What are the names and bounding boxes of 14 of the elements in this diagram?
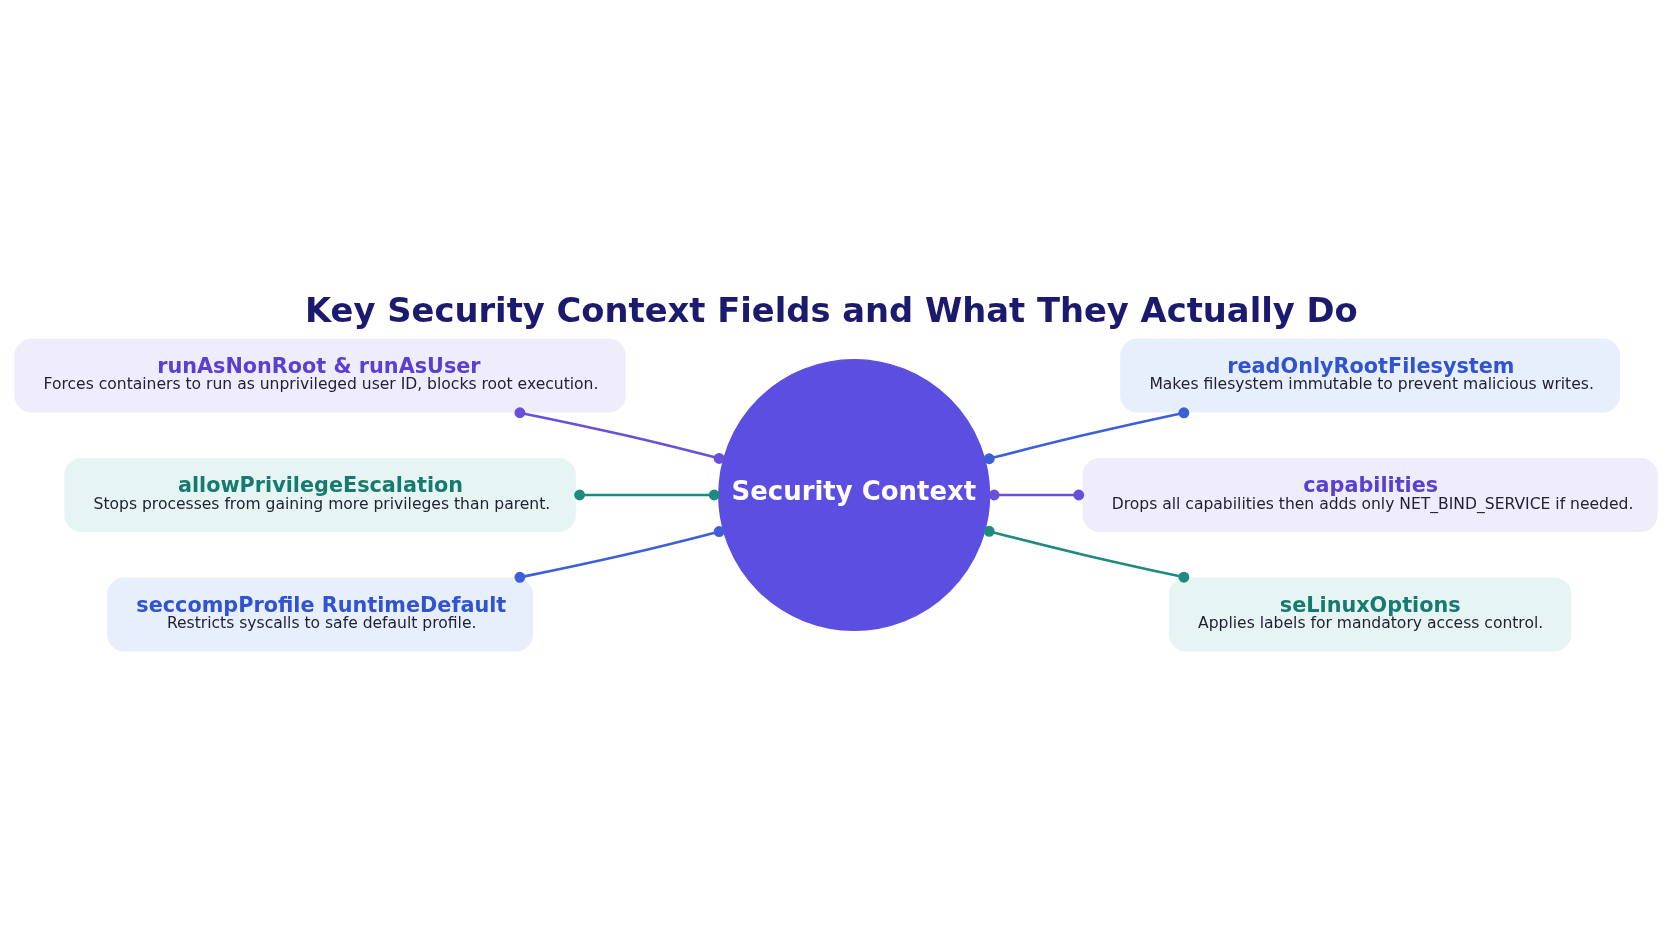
connector xyxy=(514,525,725,583)
node-box: runAsNonRoot & runAsUser Forces containers to run as unprivileged user ID, blocks root execution. xyxy=(14,338,626,413)
connector xyxy=(988,489,1085,500)
connector xyxy=(574,489,720,500)
node-box: seLinuxOptions Applies labels for mandatory access control. xyxy=(1168,576,1572,651)
node-box: seccompProfile RuntimeDefault Restricts syscalls to safe default profile. xyxy=(107,576,533,651)
connector xyxy=(983,406,1190,464)
node-circle: Security Context xyxy=(718,358,991,631)
node-box: readOnlyRootFilesystem Makes filesystem immutable to prevent malicious writes. xyxy=(1120,338,1620,413)
connector xyxy=(983,525,1190,583)
connector xyxy=(514,406,725,464)
node-box: capabilities Drops all capabilities then adds only NET_BIND_SERVICE if needed. xyxy=(1082,457,1658,532)
diagram-title: Key Security Context Fields and What They Actually Do xyxy=(305,290,1358,330)
node-box: allowPrivilegeEscalation Stops processes from gaining more privileges than parent. xyxy=(64,457,576,532)
